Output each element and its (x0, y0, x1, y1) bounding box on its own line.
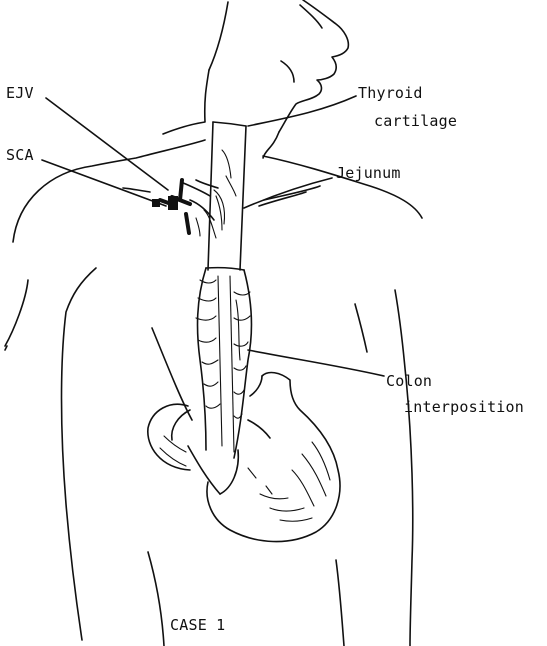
jejunum-label: Jejunum (336, 164, 401, 182)
jejunum-graft (208, 122, 246, 270)
torso-outline (5, 268, 413, 646)
case-label: CASE 1 (170, 616, 225, 634)
neck-shoulders-outline (5, 70, 422, 346)
head-outline (209, 0, 348, 132)
ejv-label: EJV (6, 84, 34, 102)
colon-interposition (196, 268, 251, 458)
colon-label-line2: interposition (404, 398, 524, 416)
thyroid-label-line2: cartilage (374, 112, 457, 130)
sca-label: SCA (6, 146, 34, 164)
thyroid-label-line1: Thyroid (358, 84, 423, 102)
colon-label-line1: Colon (386, 372, 432, 390)
